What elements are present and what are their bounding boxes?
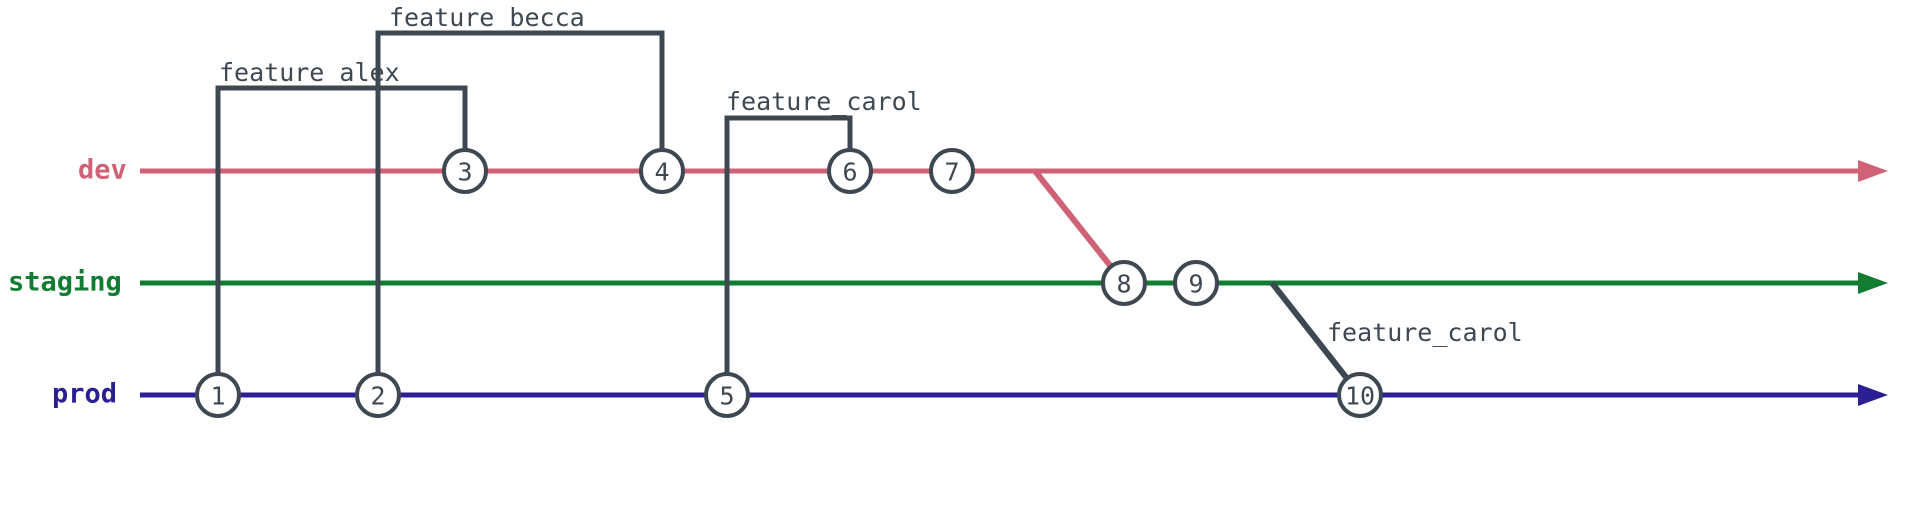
commit-node-7[interactable]: 7 xyxy=(929,148,975,194)
commit-label-8: 8 xyxy=(1116,270,1131,299)
feature-label-feature_alex: feature_alex xyxy=(219,58,400,87)
feature-rail-feature_carol xyxy=(724,115,853,395)
commit-node-8[interactable]: 8 xyxy=(1101,260,1147,306)
commit-node-5[interactable]: 5 xyxy=(704,372,750,418)
commit-label-3: 3 xyxy=(457,158,472,187)
feature-branch-rails xyxy=(215,30,853,395)
commit-node-2[interactable]: 2 xyxy=(355,372,401,418)
commit-label-9: 9 xyxy=(1188,270,1203,299)
commit-circle-9[interactable] xyxy=(1173,260,1219,306)
commit-circle-1[interactable] xyxy=(195,372,241,418)
commit-node-9[interactable]: 9 xyxy=(1173,260,1219,306)
merge-line-staging-to-prod xyxy=(1269,281,1363,397)
feature-rail-feature_becca xyxy=(375,30,665,395)
commit-circle-3[interactable] xyxy=(442,148,488,194)
commit-circle-6[interactable] xyxy=(827,148,873,194)
commit-node-1[interactable]: 1 xyxy=(195,372,241,418)
commit-label-2: 2 xyxy=(370,382,385,411)
commit-node-4[interactable]: 4 xyxy=(639,148,685,194)
commit-circle-8[interactable] xyxy=(1101,260,1147,306)
commit-label-10: 10 xyxy=(1345,382,1375,411)
feature-label-feature_becca: feature_becca xyxy=(389,3,585,32)
commit-circle-7[interactable] xyxy=(929,148,975,194)
commit-node-10[interactable]: 10 xyxy=(1337,372,1383,418)
branch-arrow-dev xyxy=(1858,160,1888,182)
branch-name-labels: dev staging prod xyxy=(8,155,127,410)
branch-label-dev: dev xyxy=(78,155,127,186)
branch-arrow-prod xyxy=(1858,384,1888,406)
commit-label-1: 1 xyxy=(210,382,225,411)
commit-label-6: 6 xyxy=(842,158,857,187)
branch-label-staging: staging xyxy=(8,267,122,298)
merge-line-dev-to-staging xyxy=(1032,169,1127,285)
commit-circle-10[interactable] xyxy=(1337,372,1383,418)
commit-circle-2[interactable] xyxy=(355,372,401,418)
branch-label-prod: prod xyxy=(52,379,117,410)
merge-label-staging-to-prod: feature_carol xyxy=(1327,318,1523,347)
feature-rail-feature_alex xyxy=(215,85,468,395)
feature-label-feature_carol: feature_carol xyxy=(726,87,922,116)
feature-branch-labels: feature_alexfeature_beccafeature_carolfe… xyxy=(219,3,1523,347)
branch-arrow-staging xyxy=(1858,272,1888,294)
commit-label-7: 7 xyxy=(944,158,959,187)
merge-connectors xyxy=(1032,169,1363,397)
commit-circle-5[interactable] xyxy=(704,372,750,418)
commit-circle-4[interactable] xyxy=(639,148,685,194)
commit-nodes: 1 2 3 4 5 6 7 8 9 10 xyxy=(195,148,1383,418)
commit-label-4: 4 xyxy=(654,158,669,187)
branch-lanes-group xyxy=(140,160,1888,406)
commit-node-3[interactable]: 3 xyxy=(442,148,488,194)
commit-node-6[interactable]: 6 xyxy=(827,148,873,194)
commit-label-5: 5 xyxy=(719,382,734,411)
